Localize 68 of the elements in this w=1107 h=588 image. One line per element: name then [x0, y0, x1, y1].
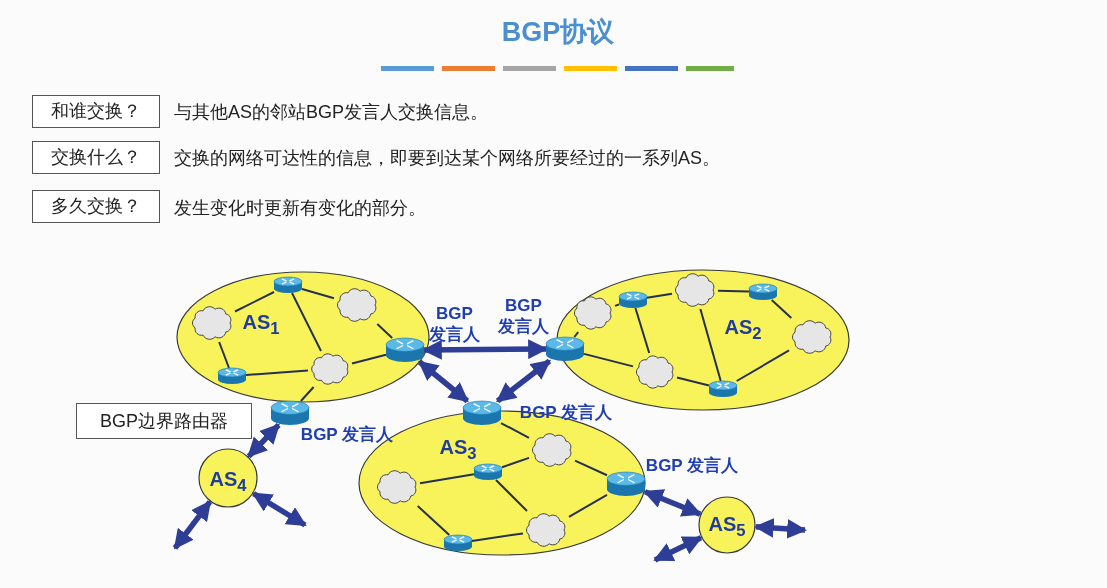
as-label: AS$_{5}$ [708, 513, 746, 541]
router-icon [474, 464, 502, 480]
link-line [419, 473, 475, 485]
link-line [646, 292, 673, 299]
link-line [471, 532, 524, 542]
as-circle [198, 448, 258, 508]
link-line [501, 456, 530, 469]
as-label: AS$_{1}$ [242, 311, 280, 339]
router-icon [271, 401, 309, 425]
as-label: AS$_{4}$ [209, 468, 247, 496]
answer-text: 与其他AS的邻站BGP发言人交换信息。 [174, 101, 489, 124]
router-icon [546, 337, 584, 361]
label-box: BGP边界路由器 [76, 403, 252, 439]
router-icon [444, 535, 472, 551]
answer-text: 发生变化时更新有变化的部分。 [174, 197, 426, 220]
link-line [770, 299, 793, 319]
link-line [245, 369, 309, 376]
question-box: 交换什么？ [32, 140, 160, 174]
cloud-icon [633, 353, 677, 391]
link-line [416, 505, 451, 536]
speaker-label: BGP 发言人 [518, 402, 614, 423]
link-line [299, 386, 315, 402]
double-arrow [495, 358, 552, 404]
title: BGP协议 [500, 16, 616, 49]
answer-text: 交换的网络可达性的信息，即要到达某个网络所要经过的一系列AS。 [174, 147, 720, 170]
link-line [634, 307, 651, 354]
link-line [583, 352, 634, 368]
link-line [573, 331, 580, 338]
question-box: 和谁交换？ [32, 94, 160, 128]
speaker-label: BGP 发言人 [428, 303, 481, 345]
link-line [376, 323, 394, 339]
router-icon [709, 381, 737, 397]
router-icon [463, 401, 501, 425]
double-arrow [172, 500, 213, 550]
router-icon [218, 368, 246, 384]
link-line [500, 422, 530, 439]
link-line [735, 349, 790, 382]
link-line [574, 459, 608, 477]
link-line [218, 341, 230, 369]
speaker-label: BGP 发言人 [497, 295, 550, 337]
link-line [568, 493, 608, 518]
link-line [614, 303, 620, 307]
double-arrow [653, 535, 703, 563]
link-line [699, 308, 722, 382]
double-arrow [246, 423, 281, 459]
router-icon [619, 292, 647, 308]
link-line [495, 479, 528, 512]
double-arrow [251, 491, 307, 528]
router-icon [274, 277, 302, 293]
router-icon [607, 472, 645, 496]
as-label: AS$_{2}$ [724, 316, 762, 344]
double-arrow [643, 489, 702, 517]
link-line [291, 292, 322, 352]
as-region [176, 271, 430, 403]
router-icon [386, 338, 424, 362]
link-line [351, 353, 387, 365]
as-circle [698, 496, 756, 554]
question-box: 多久交换？ [32, 189, 160, 223]
speaker-label: BGP 发言人 [299, 424, 395, 445]
link-line [676, 376, 710, 387]
router-icon [749, 284, 777, 300]
link-line [301, 288, 335, 300]
link-line [234, 291, 275, 313]
cloud-icon [571, 294, 615, 332]
double-arrow [417, 359, 470, 404]
as-label: AS$_{3}$ [439, 436, 477, 464]
speaker-label: BGP 发言人 [644, 455, 740, 476]
link-line [717, 289, 750, 293]
